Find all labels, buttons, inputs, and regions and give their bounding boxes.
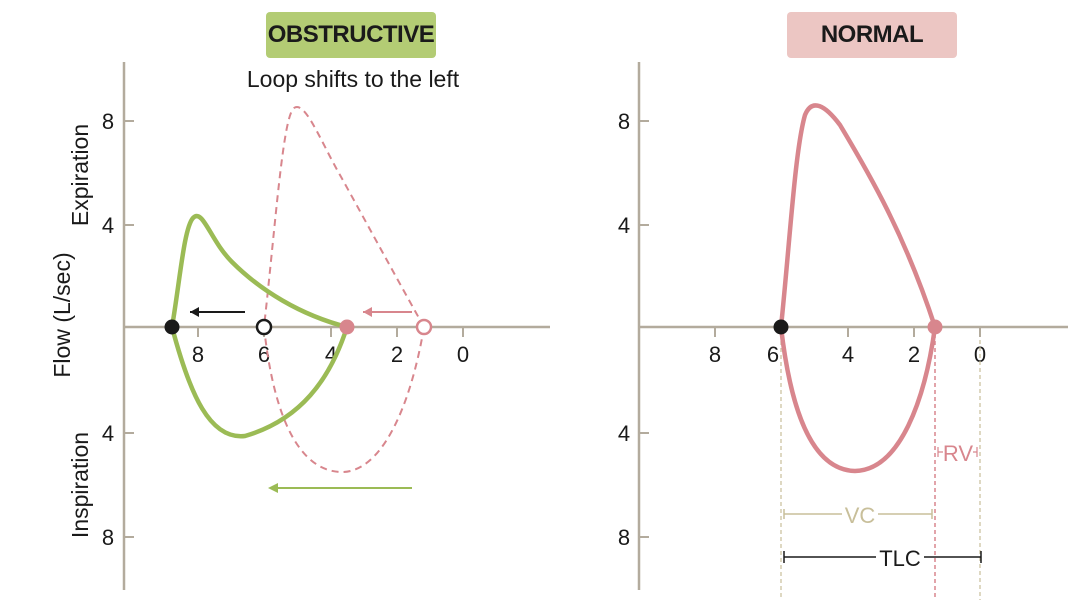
obstructive-xlabel-2: 2 [391,342,403,367]
normal-ylabel-4-exp: 4 [618,213,630,238]
flow-axis-title: Flow (L/sec) [49,252,75,377]
green-shift-arrowhead [268,483,278,493]
normal-xlabel-4: 4 [842,342,854,367]
normal-xlabel-6: 6 [767,342,779,367]
obstructive-tlc-marker [164,319,180,335]
black-shift-arrowhead [190,307,199,317]
normal-title-badge: NORMAL [787,12,957,58]
obstructive-ylabel-4-insp: 4 [102,421,114,446]
obstructive-ylabel-8-exp: 8 [102,109,114,134]
obstructive-panel: 8 6 4 2 0 8 4 4 8 Expiration Flow (L/sec… [49,62,550,590]
obstructive-ylabel-4-exp: 4 [102,213,114,238]
normal-tlc-marker [773,319,789,335]
obstructive-ylabel-8-insp: 8 [102,525,114,550]
normal-ylabel-4-insp: 4 [618,421,630,446]
obstructive-loop [169,213,350,439]
normal-loop [778,103,938,474]
rv-label: RV [943,441,973,466]
obstructive-rv-marker [339,319,355,335]
rv-label-bg [943,438,973,466]
obstructive-xlabel-0: 0 [457,342,469,367]
normal-xlabel-8: 8 [709,342,721,367]
vc-label: VC [845,503,876,528]
normal-ylabel-8-insp: 8 [618,525,630,550]
vc-label-bg [842,500,878,528]
normal-rv-marker-open [415,318,433,336]
pink-shift-arrowhead [363,307,372,317]
normal-loop-dashed [262,105,426,474]
obstructive-title-badge: OBSTRUCTIVE [266,12,436,58]
normal-rv-marker [927,319,943,335]
inspiration-label: Inspiration [67,432,93,538]
normal-ylabel-8-exp: 8 [618,109,630,134]
obstructive-subtitle: Loop shifts to the left [246,66,460,92]
obstructive-xlabel-6: 6 [258,342,270,367]
expiration-label: Expiration [67,124,93,226]
normal-xlabel-2: 2 [908,342,920,367]
normal-panel: 8 6 4 2 0 8 4 4 8 RV VC T [618,62,1068,600]
tlc-label-bg [876,543,924,571]
tlc-label: TLC [879,546,921,571]
normal-tlc-marker-open [255,318,273,336]
obstructive-xlabel-8: 8 [192,342,204,367]
